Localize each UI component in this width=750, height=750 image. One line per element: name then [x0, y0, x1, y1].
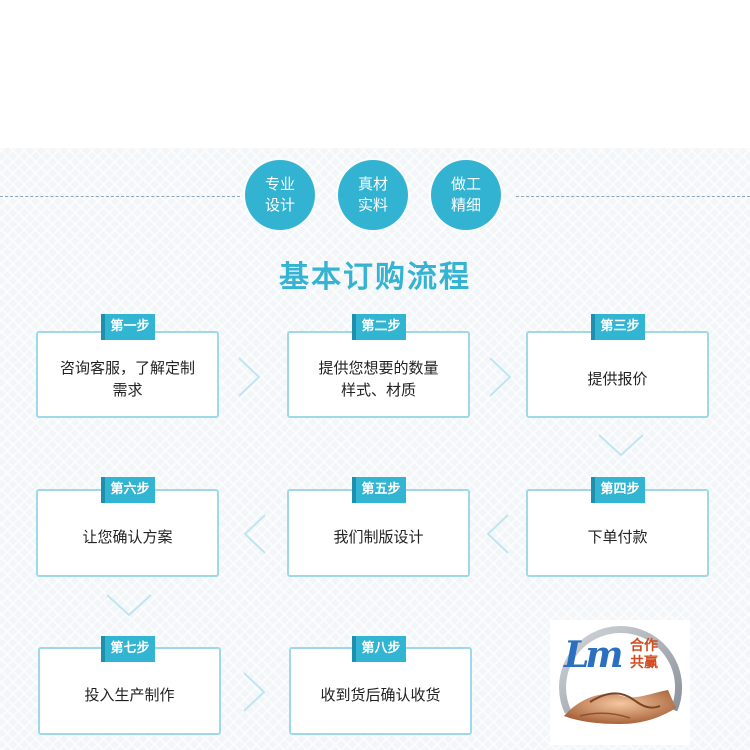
- page-title: 基本订购流程: [279, 260, 471, 295]
- step-3-text: 提供报价: [587, 369, 648, 388]
- chevron-down-icon: [598, 434, 644, 457]
- step-6-badge: 第六步: [101, 477, 155, 503]
- chevron-left-icon: [486, 514, 509, 554]
- chevron-down-icon: [106, 594, 152, 617]
- cooperation-logo: Lm 合作 共赢: [550, 620, 690, 745]
- step-2-box: 提供您想要的数量 样式、材质: [287, 331, 470, 418]
- step-2-text: 提供您想要的数量 样式、材质: [318, 358, 439, 399]
- handshake-icon: [559, 626, 683, 724]
- step-5-box: 我们制版设计: [287, 489, 470, 577]
- step-6-box: 让您确认方案: [36, 489, 219, 577]
- step-7-badge: 第七步: [101, 636, 155, 662]
- step-1-badge: 第一步: [101, 314, 155, 340]
- chevron-left-icon: [243, 514, 266, 554]
- step-6-text: 让您确认方案: [82, 528, 173, 546]
- logo-mark: Lm: [564, 634, 623, 676]
- step-4-text: 下单付款: [587, 528, 648, 546]
- step-2-badge: 第二步: [352, 314, 406, 340]
- step-8-text: 收到货后确认收货: [320, 686, 441, 704]
- step-5-badge: 第五步: [352, 477, 406, 503]
- chevron-right-icon: [489, 357, 512, 397]
- step-3-badge: 第三步: [591, 314, 645, 340]
- step-5-text: 我们制版设计: [333, 528, 424, 546]
- feature-fine-workmanship: 做工 精细: [431, 160, 501, 230]
- logo-slogan: 合作 共赢: [630, 638, 658, 671]
- step-1-box: 咨询客服，了解定制 需求: [36, 331, 219, 418]
- feature-genuine-materials: 真材 实料: [338, 160, 408, 230]
- dashed-divider-left: [0, 196, 240, 197]
- step-8-badge: 第八步: [352, 636, 406, 662]
- feature-professional-design: 专业 设计: [245, 160, 315, 230]
- step-1-text: 咨询客服，了解定制 需求: [59, 358, 195, 399]
- chevron-right-icon: [243, 672, 266, 712]
- step-3-box: 提供报价: [526, 331, 709, 418]
- dashed-divider-right: [516, 196, 750, 197]
- step-4-box: 下单付款: [526, 489, 709, 577]
- chevron-right-icon: [238, 357, 261, 397]
- step-4-badge: 第四步: [591, 477, 645, 503]
- step-7-text: 投入生产制作: [84, 686, 175, 704]
